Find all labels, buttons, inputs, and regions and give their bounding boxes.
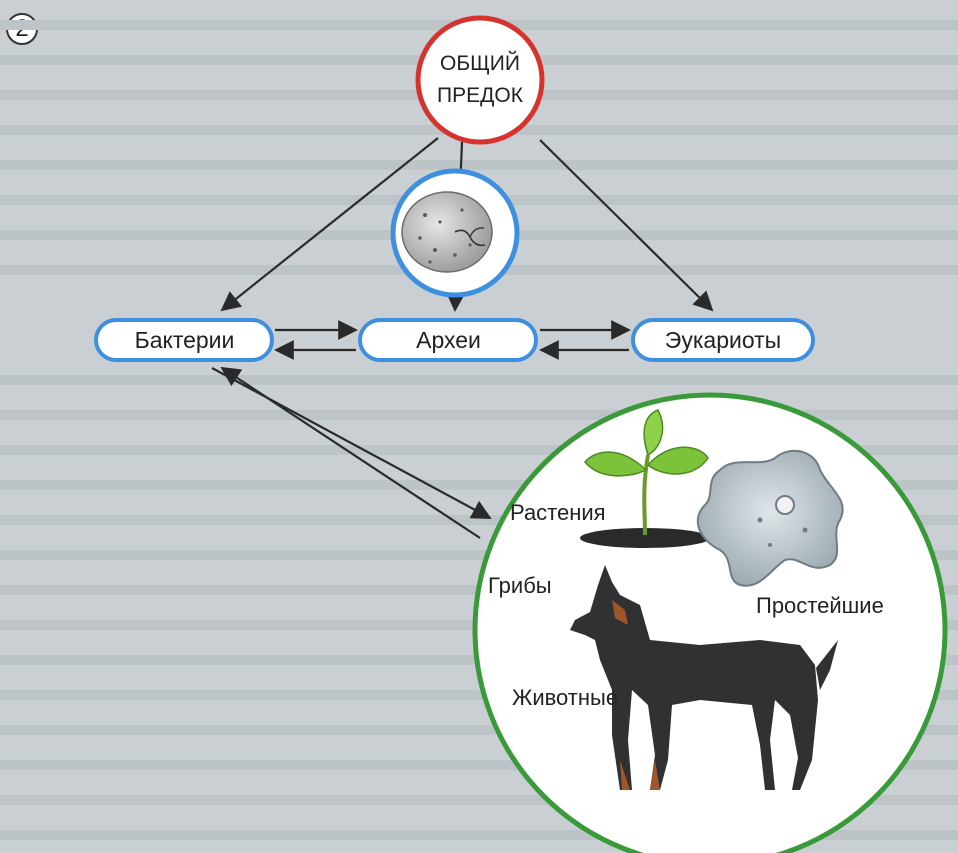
gene-transfer-arrows: [211, 320, 631, 539]
fungi-label: Грибы: [488, 573, 552, 598]
amoeba-illustration: [696, 449, 844, 587]
common-ancestor-line2: ПРЕДОК: [437, 84, 523, 107]
common-ancestor-line1: ОБЩИЙ: [440, 52, 520, 75]
protists-label: Простейшие: [756, 593, 884, 618]
archaea-pill: [358, 318, 538, 362]
plants-label: Растения: [510, 500, 606, 525]
arrow-ancestor-to-eukaryotes: [539, 139, 714, 312]
eukaryotes-label: Эукариоты: [664, 327, 782, 353]
arrow-bacteria-to-eukaryote-kingdoms: [211, 367, 492, 519]
common-ancestor-circle: [415, 15, 545, 145]
bacteria-label: Бактерии: [134, 327, 235, 353]
arrow-ancestor-to-bacteria: [220, 137, 439, 312]
common-ancestor-label: ОБЩИЙ ПРЕДОК: [428, 48, 532, 112]
bacteria-pill: [94, 318, 274, 362]
animals-label: Животные: [512, 685, 619, 710]
eukaryote-kingdoms-circle: [472, 392, 948, 853]
eukaryotes-pill: [631, 318, 815, 362]
plant-sprout-illustration: [580, 409, 710, 548]
arrow-eukaryote-kingdoms-to-bacteria: [220, 366, 481, 539]
dog-illustration: [570, 565, 838, 790]
archaea-label: Археи: [416, 327, 481, 353]
archaea-cell-illustration: [390, 168, 520, 298]
